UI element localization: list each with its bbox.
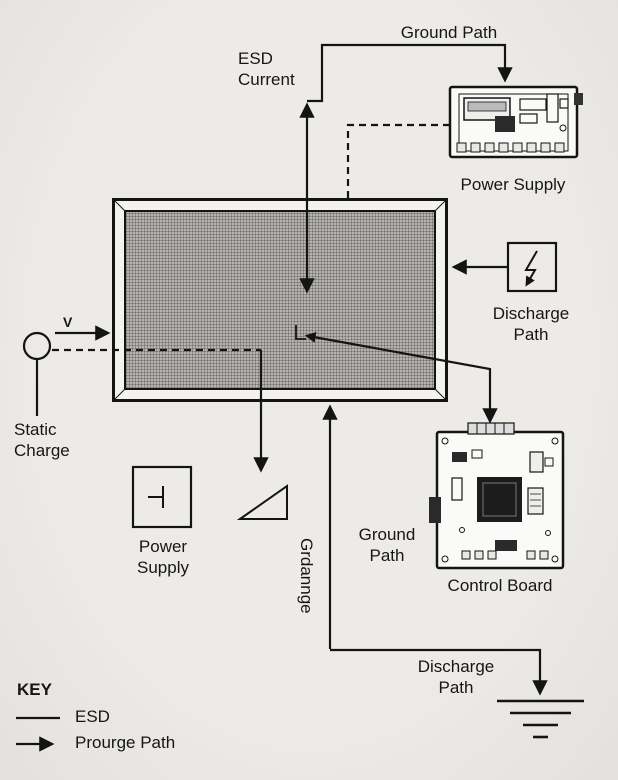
display-mesh xyxy=(124,210,436,390)
power-supply-bottom-line2: Supply xyxy=(137,558,189,577)
grounding-vertical-label: Grdannge xyxy=(297,538,316,614)
discharge-path-right-line1: Discharge xyxy=(492,304,570,323)
v-arrow-label: V xyxy=(63,314,73,330)
power-supply-bottom-label: Power Supply xyxy=(122,536,204,578)
control-board-illustration xyxy=(429,422,565,570)
discharge-path-right-label: Discharge Path xyxy=(487,303,575,345)
power-supply-top-label: Power Supply xyxy=(460,175,566,194)
power-supply-symbol-icon xyxy=(148,486,164,508)
triangle-symbol xyxy=(236,484,288,520)
power-supply-board-illustration xyxy=(448,85,583,159)
power-supply-bottom-line1: Power xyxy=(138,537,188,556)
esd-current-label-line1: ESD xyxy=(238,49,273,68)
discharge-path-right-line2: Path xyxy=(513,325,549,344)
display-panel xyxy=(112,198,448,402)
esd-current-label-line2: Current xyxy=(238,70,295,89)
ground-path-mid-label: Ground Path xyxy=(351,524,423,566)
static-charge-line1: Static xyxy=(14,420,57,439)
discharge-path-bottom-label: Discharge Path xyxy=(412,656,500,698)
static-charge-line2: Charge xyxy=(14,441,70,460)
esd-dashed-line-top xyxy=(346,123,450,203)
power-supply-box xyxy=(131,465,193,529)
ground-path-mid-line2: Path xyxy=(369,546,405,565)
lightning-icon xyxy=(524,250,538,287)
key-item-path-label: Prourge Path xyxy=(75,733,176,752)
static-charge-label: Static Charge xyxy=(14,419,70,461)
key-item-esd-label: ESD xyxy=(75,707,110,726)
discharge-path-bottom-line1: Discharge xyxy=(417,657,495,676)
discharge-path-box xyxy=(506,241,558,293)
ground-path-top-line xyxy=(307,43,513,103)
ground-path-mid-line1: Ground xyxy=(358,525,416,544)
discharge-path-bottom-line2: Path xyxy=(438,678,474,697)
esd-current-label: ESD Current xyxy=(238,48,295,90)
ground-path-top-label: Ground Path xyxy=(400,23,498,42)
key-title: KEY xyxy=(17,680,52,699)
control-board-label: Control Board xyxy=(447,576,553,595)
ground-symbol-icon xyxy=(497,699,584,739)
static-charge-node xyxy=(22,331,52,361)
